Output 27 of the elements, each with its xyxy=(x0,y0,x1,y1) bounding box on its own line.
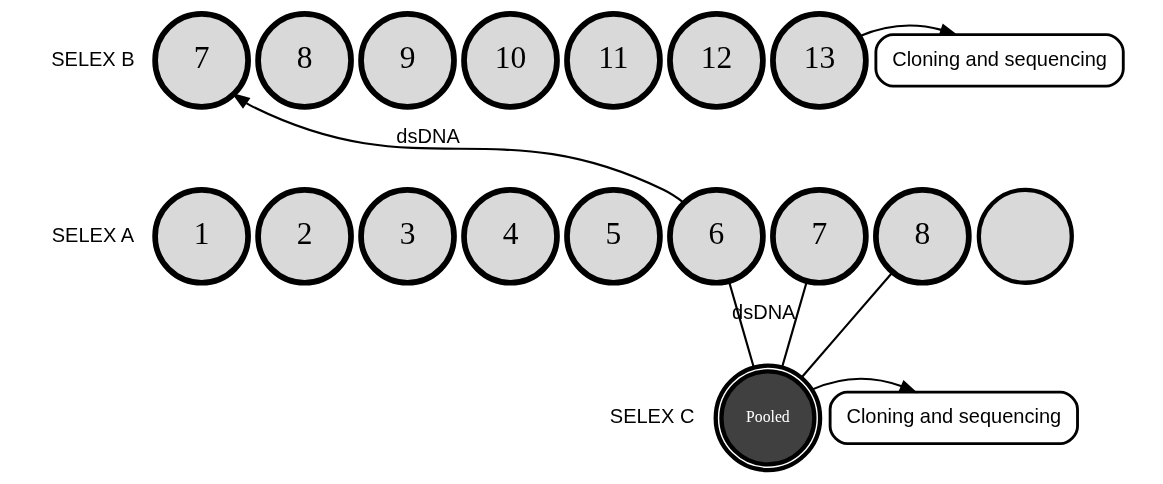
node-circle: 11 xyxy=(563,11,663,110)
node-circle: 7 xyxy=(769,186,869,286)
arrow xyxy=(810,377,918,394)
label: SELEX C xyxy=(609,405,694,428)
node-circle: 9 xyxy=(357,11,457,110)
label: SELEX B xyxy=(50,47,135,70)
node-circle: 5 xyxy=(563,186,663,286)
node-circle: 4 xyxy=(460,186,560,286)
arrow xyxy=(858,23,958,38)
connector xyxy=(800,271,893,379)
node-circle: 2 xyxy=(254,186,354,286)
connector xyxy=(780,281,808,368)
node-circle: 3 xyxy=(357,186,457,286)
node-circle: 10 xyxy=(460,11,560,110)
node-circle: 8 xyxy=(254,11,354,110)
node-circle: 8 xyxy=(872,186,972,286)
node-circle: 6 xyxy=(666,186,766,286)
node-circle xyxy=(976,187,1074,285)
edge-label: dsDNA xyxy=(395,125,460,148)
node-box: Cloning and sequencing xyxy=(873,33,1125,88)
label: SELEX A xyxy=(51,223,134,246)
node-circle: 13 xyxy=(769,11,869,110)
node-circle: 1 xyxy=(151,186,251,286)
node-circle: 12 xyxy=(666,11,766,110)
node-box: Cloning and sequencing xyxy=(828,390,1079,446)
node-circle: Pooled xyxy=(713,363,822,473)
connector xyxy=(727,281,755,368)
